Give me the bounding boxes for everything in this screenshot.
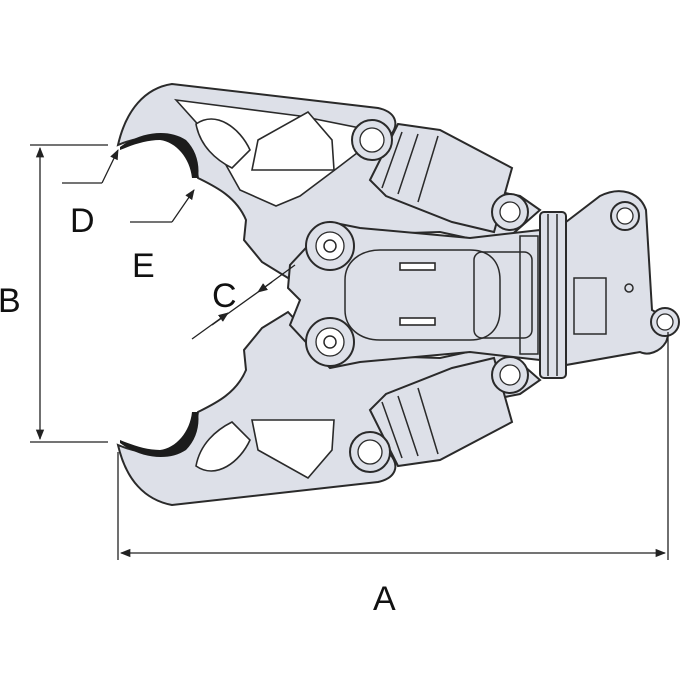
lower-jaw [116,310,542,507]
upper-cylinder [351,119,529,234]
lower-cylinder [349,356,529,473]
dimension-lines [30,144,669,560]
mounting-bracket [565,190,680,367]
pivot-pins [305,221,355,367]
label-b: B [0,282,21,320]
label-d: D [70,202,95,240]
label-a: A [373,580,396,618]
rotation-ring [539,211,567,379]
label-c: C [212,277,237,315]
label-e: E [132,247,155,285]
upper-jaw [116,82,542,280]
